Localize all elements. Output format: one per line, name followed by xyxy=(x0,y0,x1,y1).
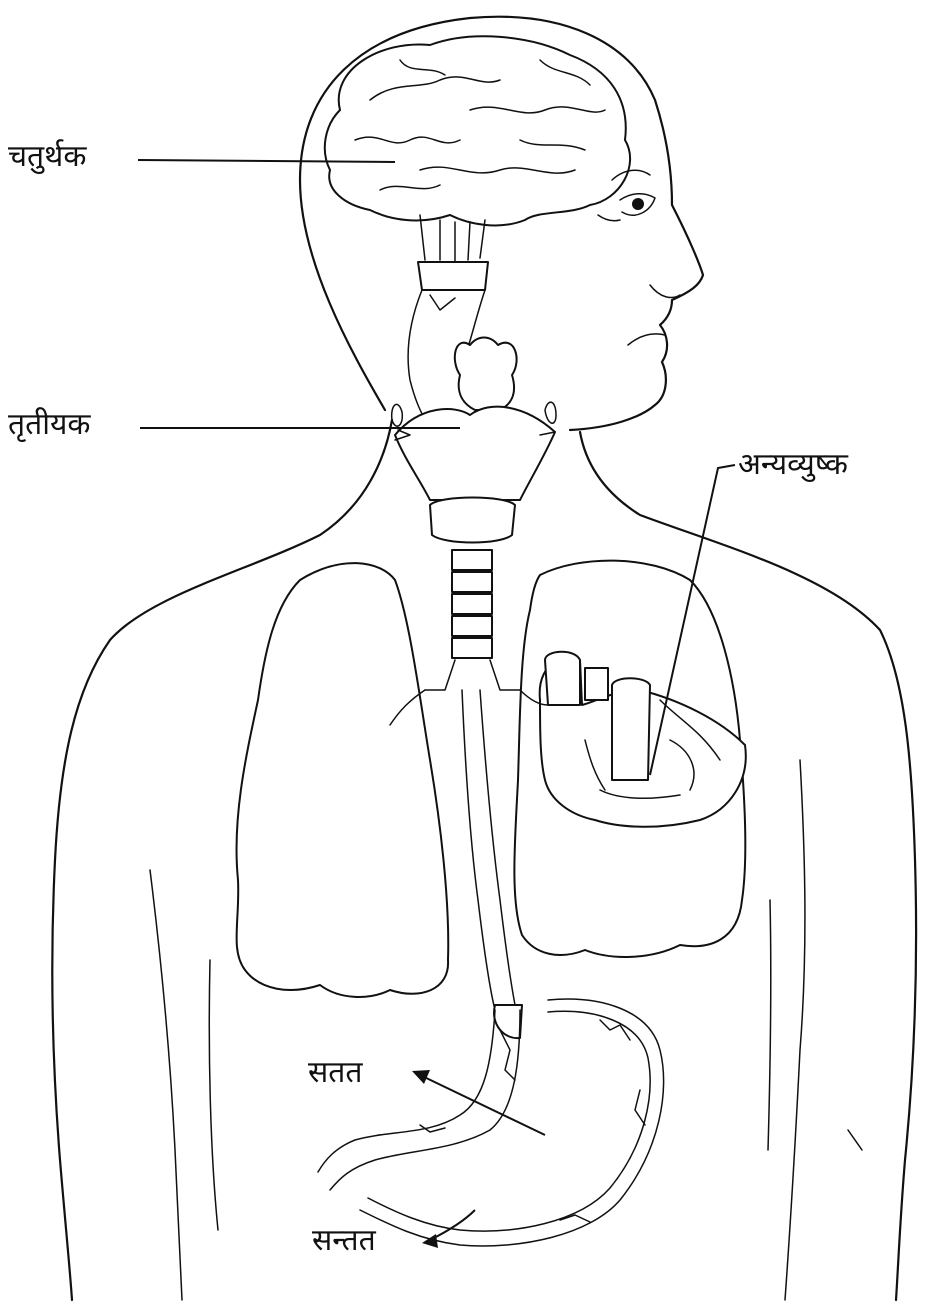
heart-label: अन्यव्युष्क xyxy=(738,450,848,480)
stomach-inner-label: सतत xyxy=(308,1058,362,1088)
brain-label: चतुर्थक xyxy=(8,142,86,172)
right-side-mark xyxy=(848,1130,862,1150)
thyroid xyxy=(392,402,556,500)
thyroid-label: तृतीयक xyxy=(8,410,90,440)
waist-right xyxy=(768,900,771,1150)
nostril xyxy=(650,285,680,298)
larynx-bulb xyxy=(455,338,517,411)
left-lung xyxy=(236,563,448,997)
stomach-tube xyxy=(318,999,664,1246)
left-arm-inner xyxy=(150,870,182,1300)
stomach-outer-arrowhead xyxy=(422,1234,438,1248)
stomach-inner-arrowhead xyxy=(412,1070,430,1084)
trachea xyxy=(425,498,520,691)
stomach-outer-label: सन्तत xyxy=(312,1226,376,1256)
mouth xyxy=(628,334,665,345)
stomach-outer-leader xyxy=(430,1210,475,1240)
esophagus xyxy=(462,690,516,1010)
waist-left xyxy=(209,960,218,1230)
right-arm-inner xyxy=(785,760,805,1300)
brain xyxy=(325,36,630,225)
